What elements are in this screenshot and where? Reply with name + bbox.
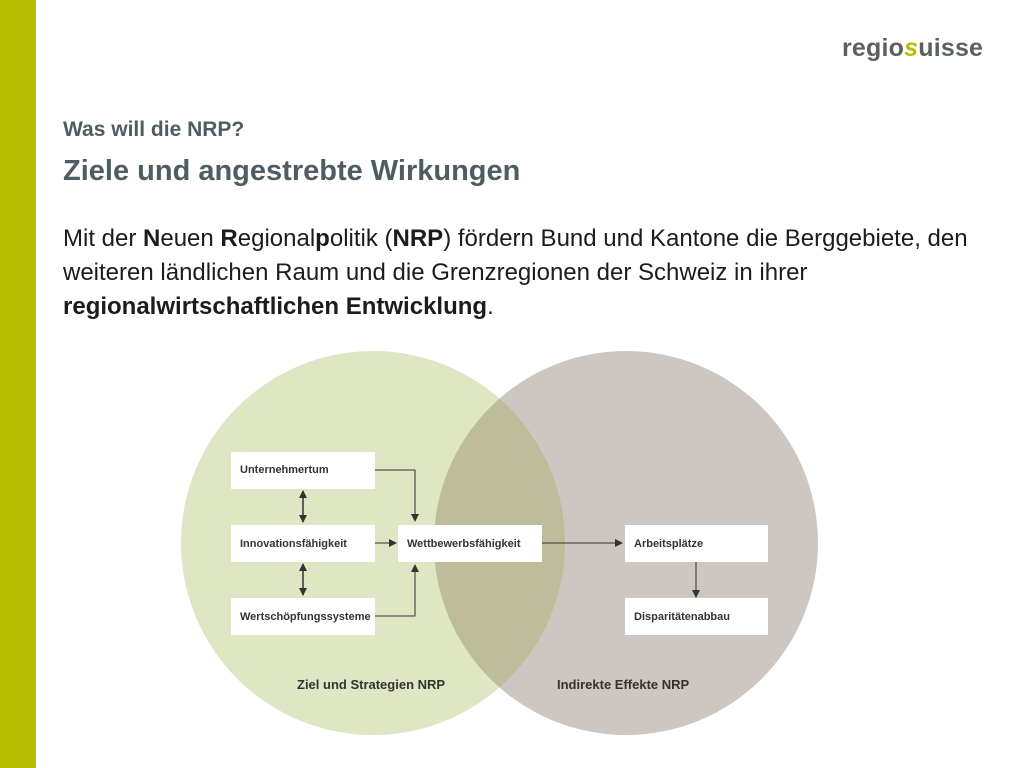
box-wettbewerb bbox=[398, 525, 542, 562]
box-arbeitsplaetze-label: Arbeitsplätze bbox=[634, 538, 703, 550]
box-innovation-label: Innovationsfähigkeit bbox=[240, 538, 347, 550]
left-circle-label: Ziel und Strategien NRP bbox=[297, 677, 445, 692]
regiosuisse-logo: regiosuisse bbox=[842, 34, 984, 62]
box-wertschoepfung-label: Wertschöpfungssysteme bbox=[240, 611, 371, 623]
box-wertschoepfung bbox=[231, 598, 375, 635]
arrow-unternehmertum-wettbewerb bbox=[375, 469, 419, 522]
slide-title: Ziele und angestrebte Wirkungen bbox=[63, 155, 521, 187]
box-innovation bbox=[231, 525, 375, 562]
accent-sidebar bbox=[0, 0, 36, 768]
box-unternehmertum-label: Unternehmertum bbox=[240, 464, 329, 476]
intro-paragraph: Mit der Neuen Regionalpolitik (NRP) förd… bbox=[63, 225, 968, 320]
box-unternehmertum bbox=[231, 452, 375, 489]
box-arbeitsplaetze bbox=[625, 525, 768, 562]
right-circle-label: Indirekte Effekte NRP bbox=[557, 677, 690, 692]
arrow-wertschoepfung-wettbewerb bbox=[375, 564, 419, 617]
box-wettbewerb-label: Wettbewerbsfähigkeit bbox=[407, 538, 521, 550]
overlap-region bbox=[434, 351, 565, 735]
box-disparitaeten-label: Disparitätenabbau bbox=[634, 611, 730, 623]
box-disparitaeten bbox=[625, 598, 768, 635]
slide-subtitle: Was will die NRP? bbox=[63, 118, 245, 141]
